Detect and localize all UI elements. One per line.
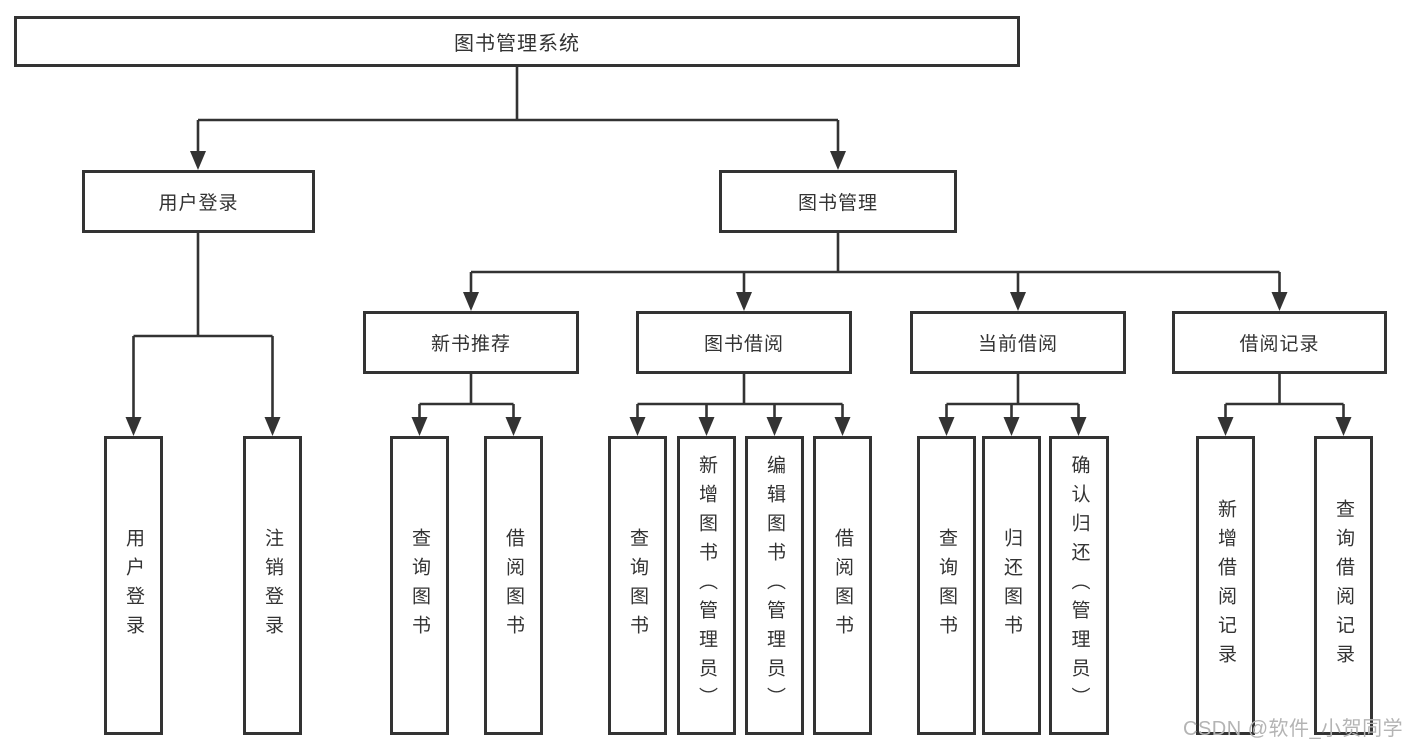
leaf-query-books-recommend: 查询图书 [390,436,449,735]
node-new-book-recommendation: 新书推荐 [363,311,579,374]
node-label: 新书推荐 [430,334,511,355]
leaf-return-books: 归还图书 [982,436,1041,735]
leaf-add-borrow-record: 新增借阅记录 [1196,436,1255,735]
node-label: 用户登录 [158,193,239,214]
node-label: 注销登录 [262,527,283,644]
node-label: 借阅图书 [832,527,853,644]
node-book-management: 图书管理 [719,170,957,233]
node-library-system: 图书管理系统 [14,16,1020,67]
leaf-query-books-borrowing: 查询图书 [608,436,667,735]
leaf-query-books-current: 查询图书 [917,436,976,735]
node-borrowing-records: 借阅记录 [1172,311,1387,374]
leaf-logout: 注销登录 [243,436,302,735]
leaf-edit-books-admin: 编辑图书（管理员） [745,436,804,735]
leaf-confirm-return-admin: 确认归还（管理员） [1049,436,1109,735]
node-label: 图书管理系统 [454,33,580,55]
node-label: 借阅记录 [1239,334,1320,355]
leaf-add-books-admin: 新增图书（管理员） [677,436,736,735]
node-label: 当前借阅 [977,334,1058,355]
node-label: 新增图书（管理员） [696,455,717,716]
watermark: CSDN @软件_小贺同学 [1183,718,1404,740]
leaf-borrow-books: 借阅图书 [813,436,872,735]
node-label: 查询借阅记录 [1333,498,1354,673]
node-label: 借阅图书 [503,527,524,644]
node-label: 确认归还（管理员） [1068,455,1090,716]
node-label: 查询图书 [936,527,957,644]
node-current-borrowing: 当前借阅 [910,311,1126,374]
leaf-query-borrow-record: 查询借阅记录 [1314,436,1373,735]
node-user-login: 用户登录 [82,170,315,233]
leaf-borrow-books-recommend: 借阅图书 [484,436,543,735]
node-book-borrowing: 图书借阅 [636,311,852,374]
node-label: 查询图书 [627,527,648,644]
node-label: 图书管理 [797,193,878,214]
leaf-user-login: 用户登录 [104,436,163,735]
node-label: 新增借阅记录 [1215,498,1236,673]
node-label: 用户登录 [123,527,144,644]
node-label: 图书借阅 [703,334,784,355]
node-label: 归还图书 [1001,527,1022,644]
node-label: 编辑图书（管理员） [764,455,785,716]
node-label: 查询图书 [409,527,430,644]
